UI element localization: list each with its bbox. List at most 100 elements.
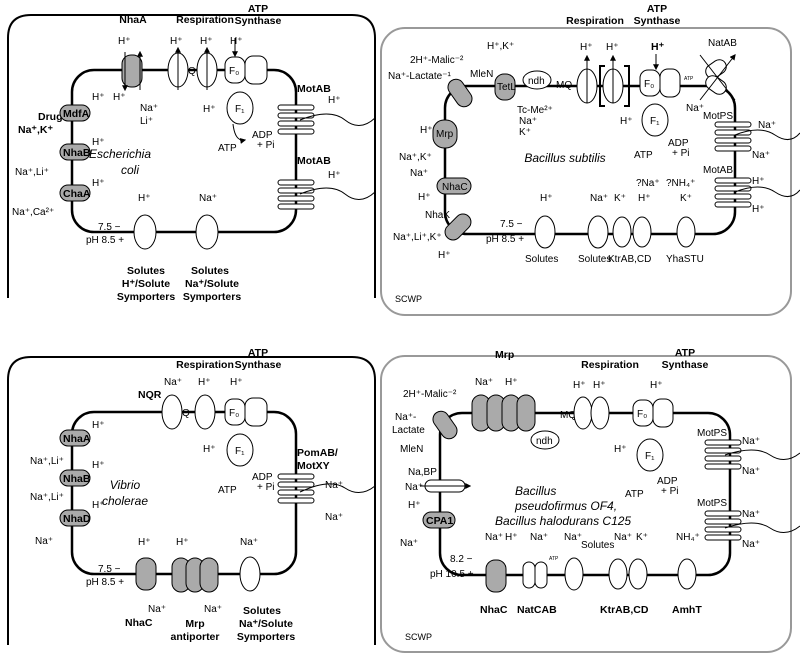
mleN-transporter	[432, 410, 458, 440]
h-label: H⁺	[408, 500, 421, 511]
ph-inside: pH 10.5 +	[430, 569, 474, 580]
mdfA-label: MdfA	[63, 108, 90, 120]
species-name-3: Bacillus halodurans C125	[495, 514, 631, 528]
solutes-label: Solutes	[578, 254, 611, 265]
h-label: H⁺	[230, 36, 243, 47]
h-label: H⁺	[176, 537, 189, 548]
symporter-type: H⁺/Solute	[122, 278, 170, 290]
h-label: H⁺	[92, 178, 105, 189]
solutes-label: Solutes	[127, 265, 165, 277]
f1-subunit	[226, 433, 254, 467]
motps-motor	[704, 510, 742, 541]
solutes-label: Solutes	[525, 254, 558, 265]
c-ring	[659, 68, 681, 98]
motab-label: MotAB	[703, 165, 733, 176]
na-label: Na⁺	[325, 512, 343, 523]
symporter	[587, 215, 609, 249]
nhaA-antiporter	[59, 429, 91, 447]
ndh-complex	[530, 430, 560, 450]
nqr-label: NQR	[138, 389, 162, 401]
f0-label: F₀	[637, 409, 647, 420]
symporter-label: Symporters	[183, 291, 242, 303]
k-label: K⁺	[680, 193, 692, 204]
ph-inside: pH 8.5 +	[86, 235, 124, 246]
atp-label: ATP	[248, 347, 268, 359]
adp-label: ADP	[252, 130, 273, 141]
yhastu-label: YhaSTU	[666, 254, 704, 265]
symporter	[133, 214, 157, 250]
lactate-label-2: Lactate	[392, 425, 425, 436]
nak-label: Na⁺,K⁺	[399, 152, 432, 163]
na-label: Na⁺	[742, 509, 760, 520]
symporter	[564, 557, 584, 591]
cell-wall	[7, 356, 376, 645]
quinone-label: Q	[188, 66, 196, 77]
atp-product-label: ATP	[218, 485, 237, 496]
h-label: H⁺	[203, 104, 216, 115]
malic-label: 2H⁺-Malic⁻²	[410, 55, 464, 66]
motab-label: MotAB	[297, 83, 331, 95]
h-label: H⁺	[328, 95, 341, 106]
na-ca-label: Na⁺,Ca²⁺	[12, 207, 54, 218]
nhaC-label: NhaC	[480, 604, 508, 616]
na-label: Na⁺	[686, 103, 704, 114]
malic-label: 2H⁺-Malic⁻²	[403, 389, 457, 400]
cell-wall	[380, 27, 792, 316]
respiration-complex	[573, 396, 593, 430]
mrp-antiporter	[471, 394, 536, 432]
mrp-label: Mrp	[185, 618, 204, 630]
pi-label: + Pi	[661, 486, 679, 497]
na-label: Na⁺	[530, 532, 548, 543]
ktr-label: KtrAB,CD	[608, 254, 651, 265]
nhaA-transporter	[121, 54, 143, 88]
f0-label: F₀	[229, 66, 239, 77]
mrp-label: Mrp	[436, 129, 454, 140]
chaA-transporter	[59, 184, 91, 202]
symporter-type: Na⁺/Solute	[185, 278, 239, 290]
na-li-label: Na⁺,Li⁺	[30, 492, 64, 503]
amht-label: AmhT	[672, 604, 702, 616]
na-li-label: Na⁺,Li⁺	[30, 456, 64, 467]
respiration-label: Respiration	[176, 359, 234, 371]
h-label: H⁺	[203, 444, 216, 455]
ph-outside: 7.5 −	[98, 222, 121, 233]
nhaC-antiporter	[485, 559, 507, 593]
nhaD-antiporter	[59, 509, 91, 527]
motps-label: MotPS	[697, 498, 727, 509]
h-label: H⁺	[573, 380, 586, 391]
na-label: Na⁺	[199, 193, 217, 204]
h-label: H⁺	[593, 380, 606, 391]
h-label: H⁺	[505, 377, 518, 388]
lactate-label-1: Na⁺-	[395, 412, 416, 423]
cpa1-label: CPA1	[426, 515, 453, 527]
atp-label: ATP	[647, 3, 667, 15]
na-label: Na⁺	[164, 377, 182, 388]
respiration-complex	[194, 394, 216, 430]
na-label: Na⁺	[742, 539, 760, 550]
species-name-2: pseudofirmus OF4,	[514, 499, 617, 513]
c-ring	[652, 398, 674, 428]
species-name-2: cholerae	[102, 494, 148, 508]
tetL-transporter	[494, 73, 516, 101]
f0-label: F₀	[229, 408, 239, 419]
nh4-label: NH₄⁺	[676, 532, 700, 543]
c-ring	[244, 55, 268, 85]
h-label: H⁺	[752, 176, 765, 187]
na-label: Na⁺	[758, 120, 776, 131]
atp-small-label: ATP	[684, 76, 694, 82]
na-li-label: Na⁺,Li⁺	[15, 167, 49, 178]
lactate-label: Na⁺-Lactate⁻¹	[388, 71, 451, 82]
antiporter-label: antiporter	[170, 631, 219, 643]
cell-wall	[7, 14, 376, 298]
motab-motor	[714, 177, 752, 208]
h-label: H⁺	[752, 204, 765, 215]
mrp-label: Mrp	[495, 349, 514, 361]
nhaC-antiporter	[135, 557, 157, 591]
ktr-transporter	[628, 558, 648, 590]
h-label: H⁺	[138, 193, 151, 204]
na-label: Na⁺	[140, 103, 158, 114]
panel-ecoli: Escherichia coli NhaA Respiration ATP Sy…	[7, 3, 376, 303]
k-label: K⁺	[519, 127, 531, 138]
h-label: H⁺	[92, 500, 105, 511]
atp-label: ATP	[675, 347, 695, 359]
